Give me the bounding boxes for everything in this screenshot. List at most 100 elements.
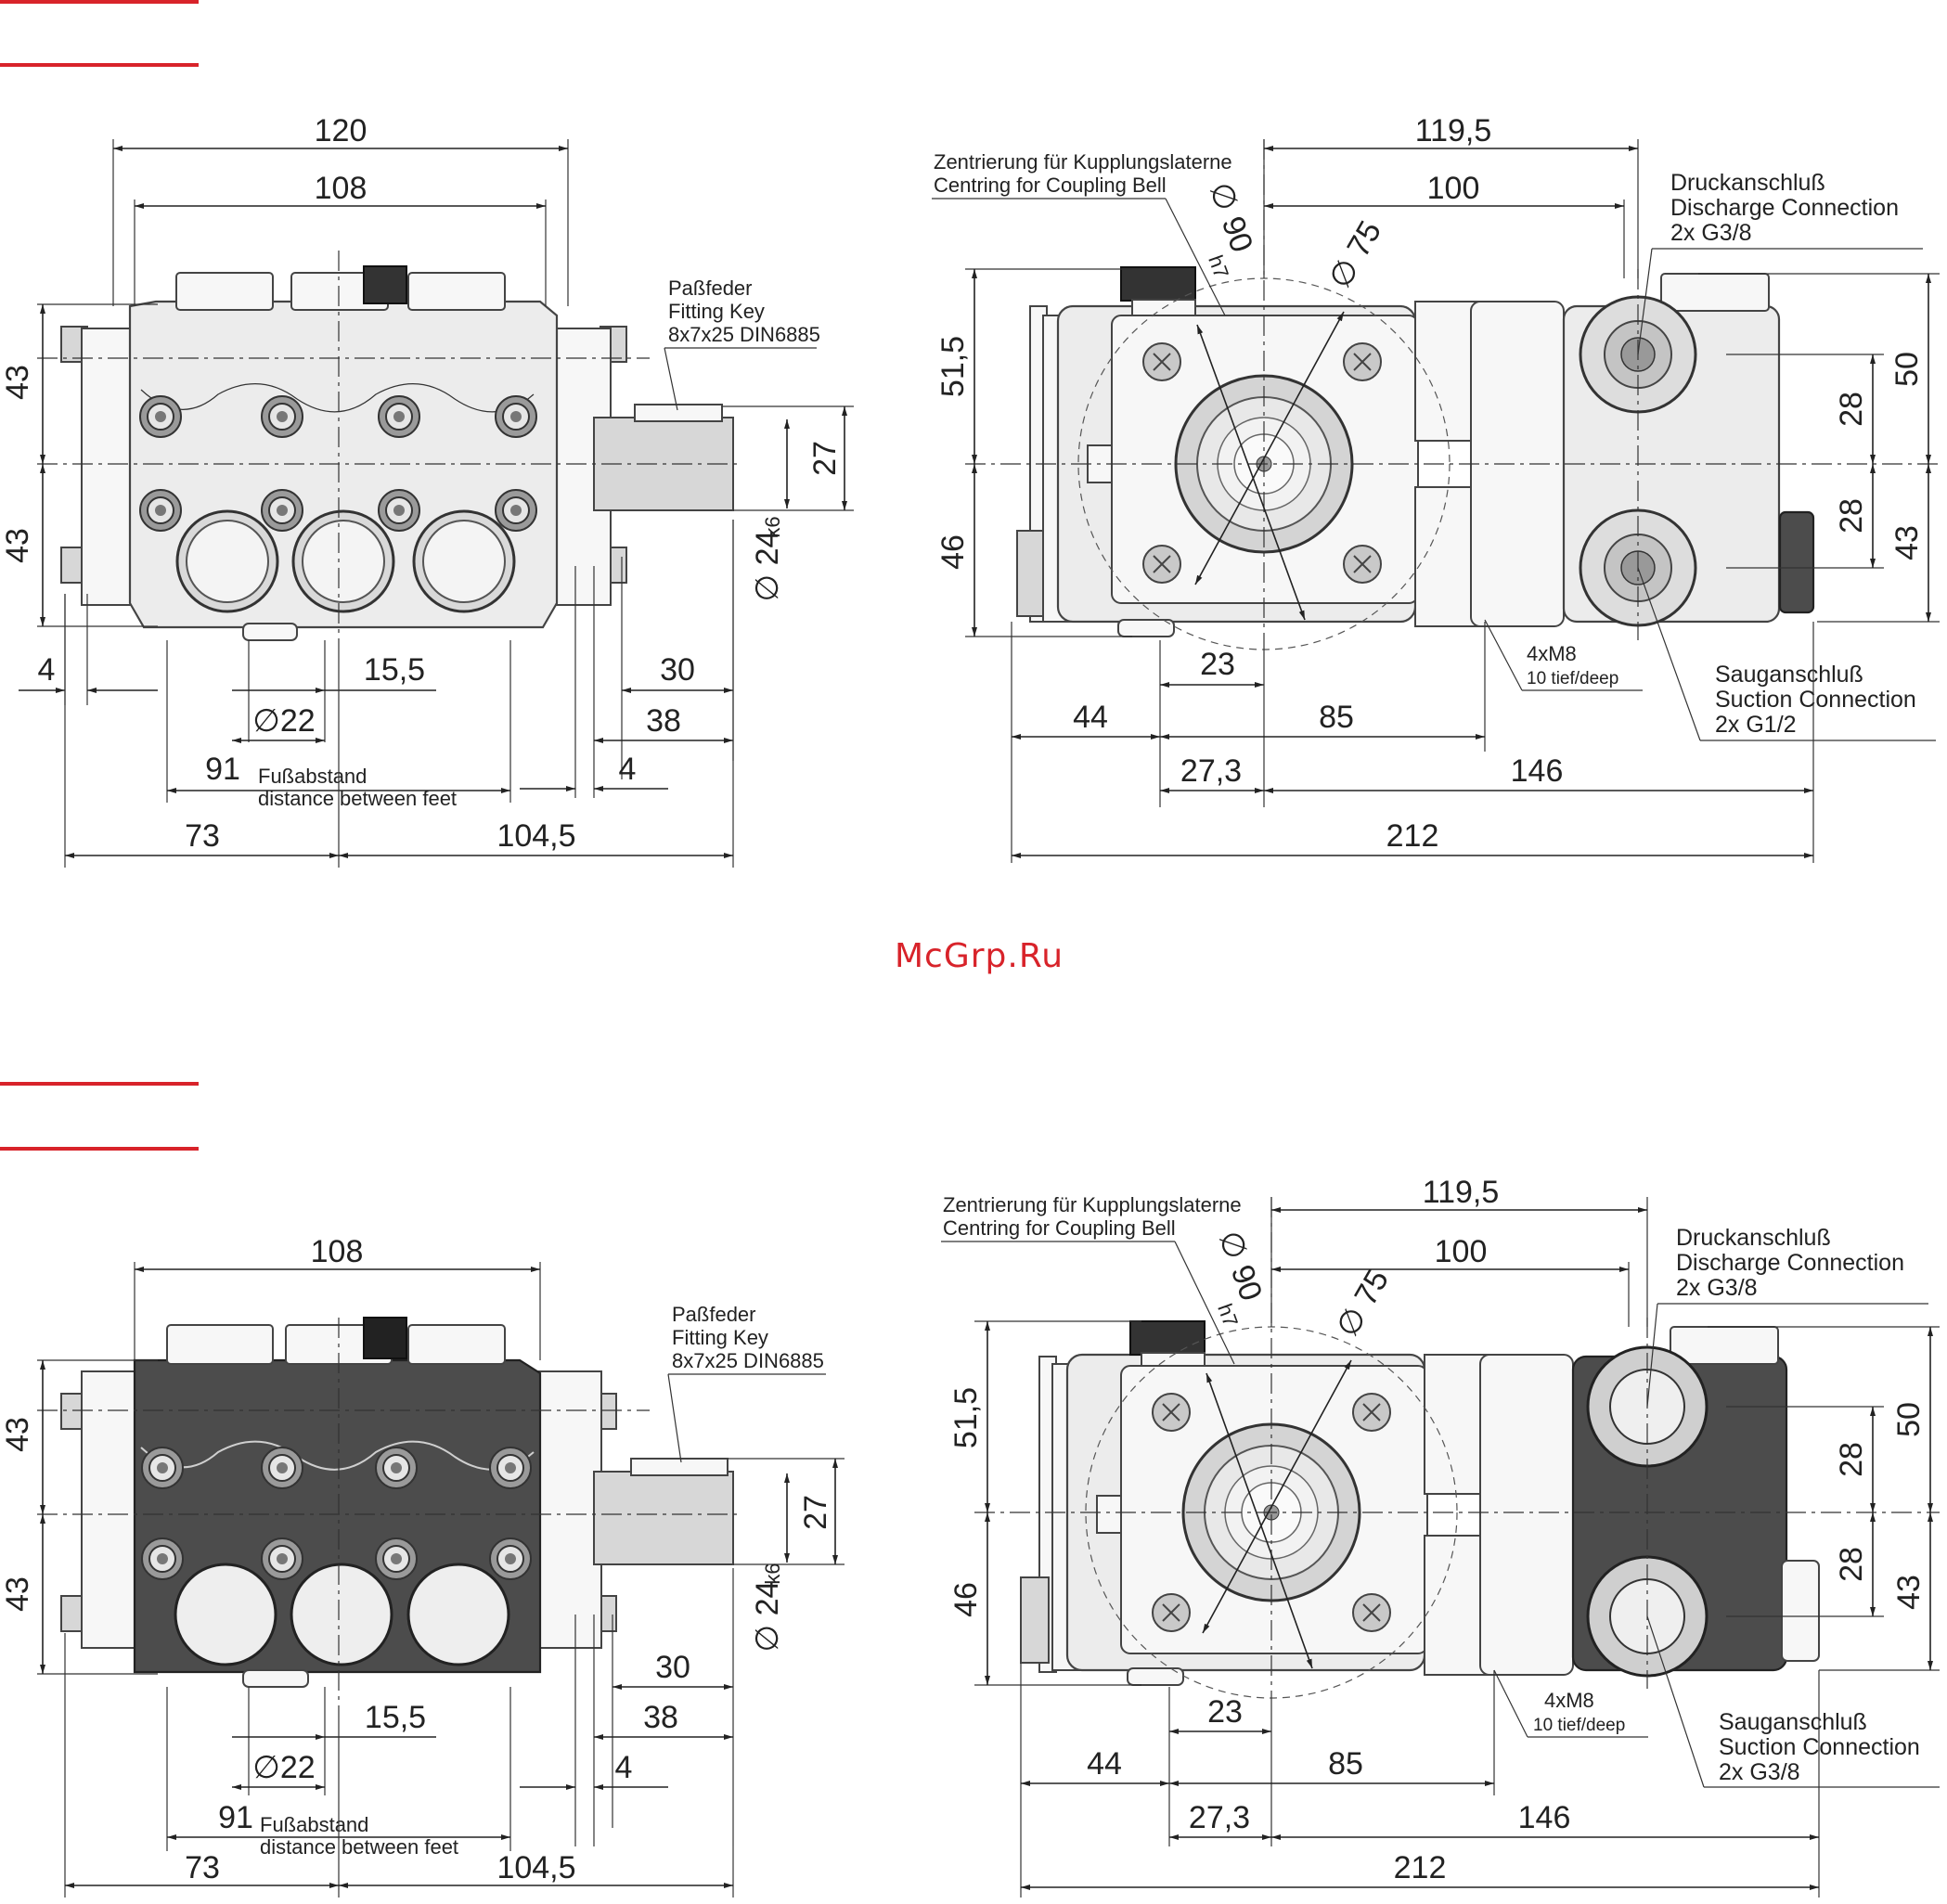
dim-91: 91 xyxy=(205,752,240,787)
bolt-depth: 10 tief/deep xyxy=(1527,669,1618,688)
dia-90-b: ∅ 90 xyxy=(1211,1227,1269,1306)
discharge-spec: 2x G3/8 xyxy=(1670,220,1752,246)
dim-73-b: 73 xyxy=(185,1850,220,1885)
dim-27-b: 27 xyxy=(798,1495,833,1530)
dim-30-b: 30 xyxy=(655,1650,690,1685)
top-front-view: 120 108 43 43 Paßfeder Fitting Key 8x7x2… xyxy=(0,113,854,868)
dim-104-5: 104,5 xyxy=(496,818,575,854)
dim-51-5: 51,5 xyxy=(935,336,971,397)
dim-43-upper-b: 43 xyxy=(0,1417,35,1452)
centring-label-en: Centring for Coupling Bell xyxy=(934,174,1167,197)
dia-75: ∅ 75 xyxy=(1322,215,1388,295)
pump-front-body xyxy=(60,265,734,641)
dim-15-5: 15,5 xyxy=(364,652,425,688)
fitting-key-label-en-b: Fitting Key xyxy=(672,1326,768,1349)
dim-73: 73 xyxy=(185,818,220,854)
dim-28-lower: 28 xyxy=(1834,498,1869,534)
dim-15-5-b: 15,5 xyxy=(365,1700,426,1735)
discharge-label-de-b: Druckanschluß xyxy=(1676,1225,1831,1251)
suction-spec-b: 2x G3/8 xyxy=(1719,1759,1800,1785)
dim-foot-hole-b: ∅22 xyxy=(252,1750,315,1785)
bolt-depth-b: 10 tief/deep xyxy=(1533,1716,1625,1735)
dim-120: 120 xyxy=(315,113,367,148)
centring-label-en-b: Centring for Coupling Bell xyxy=(943,1216,1176,1240)
dim-38: 38 xyxy=(646,703,681,739)
dim-28-upper-b: 28 xyxy=(1834,1442,1869,1477)
bolt-spec-b: 4xM8 xyxy=(1544,1689,1594,1712)
suction-label-de: Sauganschluß xyxy=(1715,662,1863,688)
discharge-label-en: Discharge Connection xyxy=(1670,195,1899,221)
dim-28-lower-b: 28 xyxy=(1834,1547,1869,1582)
dim-38-b: 38 xyxy=(643,1700,678,1735)
dim-43-upper: 43 xyxy=(0,365,35,400)
feet-label-de: Fußabstand xyxy=(258,765,367,788)
suction-label-de-b: Sauganschluß xyxy=(1719,1709,1867,1735)
bolt-spec: 4xM8 xyxy=(1527,642,1577,665)
centring-label-de-b: Zentrierung für Kupplungslaterne xyxy=(943,1193,1242,1216)
dim-23: 23 xyxy=(1200,647,1235,682)
dim-44-b: 44 xyxy=(1087,1746,1122,1782)
dia-90-tol-b: h7 xyxy=(1213,1301,1243,1331)
fitting-key-label-de-b: Paßfeder xyxy=(672,1303,756,1326)
dim-44: 44 xyxy=(1073,700,1108,735)
dim-27: 27 xyxy=(807,441,843,476)
dim-shaft-diameter-b: ∅ 24 xyxy=(750,1581,785,1653)
dim-100: 100 xyxy=(1427,171,1480,206)
dim-43-side-b: 43 xyxy=(1891,1575,1927,1610)
dim-108-b: 108 xyxy=(311,1234,364,1269)
fitting-key-label-en: Fitting Key xyxy=(668,300,765,323)
dim-108: 108 xyxy=(315,171,367,206)
dim-119-5-b: 119,5 xyxy=(1423,1175,1500,1210)
dim-43-lower: 43 xyxy=(0,528,35,563)
dim-212-b: 212 xyxy=(1394,1850,1447,1885)
suction-spec: 2x G1/2 xyxy=(1715,712,1797,738)
feet-label-de-b: Fußabstand xyxy=(260,1813,368,1836)
bottom-front-view: 108 43 43 Paßfeder Fitting Key 8x7x25 DI… xyxy=(0,1234,845,1898)
dim-27-3-b: 27,3 xyxy=(1189,1800,1250,1835)
dim-27-3: 27,3 xyxy=(1180,753,1242,789)
fitting-key-spec-b: 8x7x25 DIN6885 xyxy=(672,1349,824,1372)
dim-46: 46 xyxy=(935,534,971,570)
dim-85: 85 xyxy=(1319,700,1354,735)
dim-30: 30 xyxy=(660,652,695,688)
fitting-key-spec: 8x7x25 DIN6885 xyxy=(668,323,820,346)
dim-23-b: 23 xyxy=(1207,1694,1243,1730)
dim-4-right: 4 xyxy=(619,752,637,787)
dim-43-lower-b: 43 xyxy=(0,1576,35,1612)
dim-foot-hole: ∅22 xyxy=(252,703,315,739)
pump-side-body-dark xyxy=(1020,1320,1820,1686)
dim-43-side: 43 xyxy=(1889,525,1925,560)
dim-shaft-tolerance: k6 xyxy=(761,516,784,537)
dim-4-left: 4 xyxy=(38,652,56,688)
centring-label-de: Zentrierung für Kupplungslaterne xyxy=(934,150,1232,174)
watermark: McGrp.Ru xyxy=(895,937,1064,975)
discharge-label-en-b: Discharge Connection xyxy=(1676,1250,1904,1276)
dia-75-b: ∅ 75 xyxy=(1330,1264,1396,1344)
feet-label-en: distance between feet xyxy=(258,787,457,810)
dim-46-b: 46 xyxy=(948,1582,984,1617)
dim-119-5: 119,5 xyxy=(1415,113,1492,148)
dia-90-tol: h7 xyxy=(1204,252,1233,282)
dim-50: 50 xyxy=(1889,352,1925,387)
discharge-label-de: Druckanschluß xyxy=(1670,170,1825,196)
discharge-spec-b: 2x G3/8 xyxy=(1676,1275,1758,1301)
dim-146: 146 xyxy=(1511,753,1564,789)
dim-100-b: 100 xyxy=(1435,1234,1488,1269)
dim-146-b: 146 xyxy=(1518,1800,1571,1835)
dim-104-5-b: 104,5 xyxy=(496,1850,575,1885)
dim-212: 212 xyxy=(1386,818,1439,854)
dim-85-b: 85 xyxy=(1328,1746,1363,1782)
section-marker-bottom xyxy=(0,1082,199,1151)
fitting-key-label-de: Paßfeder xyxy=(668,277,753,300)
dim-shaft-diameter: ∅ 24 xyxy=(750,531,785,602)
dim-28-upper: 28 xyxy=(1834,392,1869,427)
top-side-view: Zentrierung für Kupplungslaterne Centrin… xyxy=(932,113,1940,863)
pump-side-body xyxy=(1016,266,1815,637)
pump-front-body-dark xyxy=(60,1317,734,1688)
dim-50-b: 50 xyxy=(1891,1402,1927,1437)
feet-label-en-b: distance between feet xyxy=(260,1835,458,1859)
dim-51-5-b: 51,5 xyxy=(948,1387,984,1448)
suction-label-en: Suction Connection xyxy=(1715,687,1916,713)
section-marker-top xyxy=(0,0,199,67)
